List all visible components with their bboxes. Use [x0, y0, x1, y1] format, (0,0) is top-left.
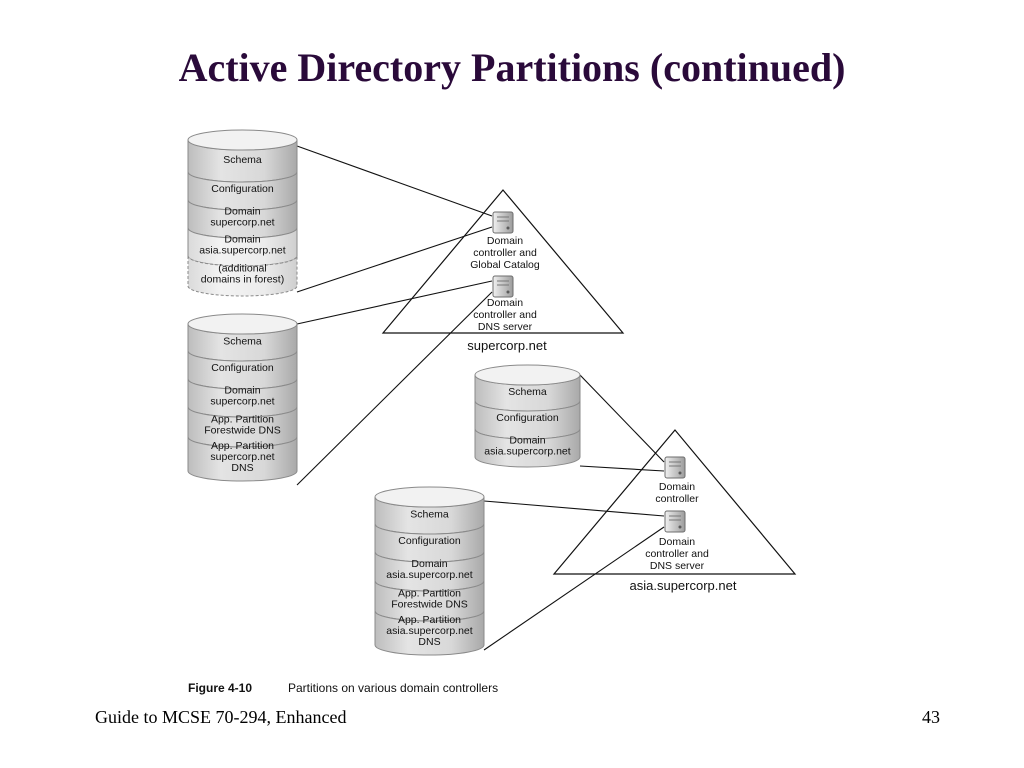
domain-sites: supercorp.net asia.supercorp.net	[381, 189, 797, 593]
partition-label: domains in forest)	[201, 274, 284, 286]
partition-label: Forestwide DNS	[391, 599, 467, 611]
server-label: Global Catalog	[470, 259, 540, 271]
server-label: controller and	[473, 309, 537, 321]
server-label: Domain	[659, 481, 695, 493]
partition-label: Domain	[411, 558, 447, 570]
figure-caption-text: Partitions on various domain controllers	[288, 681, 498, 695]
partition-label: App. Partition	[398, 614, 461, 626]
cylinder-top	[187, 129, 298, 151]
partition-label: DNS	[231, 462, 253, 474]
partition-label: DNS	[418, 636, 440, 648]
partition-segment	[187, 255, 298, 297]
partition-database: SchemaConfigurationDomainasia.supercorp.…	[474, 364, 581, 468]
site-label: asia.supercorp.net	[630, 578, 737, 593]
partition-database: SchemaConfigurationDomainsupercorp.netAp…	[187, 313, 298, 482]
cylinder-top	[474, 364, 581, 386]
connector-line	[296, 280, 493, 325]
partition-label: supercorp.net	[210, 217, 274, 229]
partition-database: SchemaConfigurationDomainasia.supercorp.…	[374, 486, 485, 656]
server-label: controller and	[473, 247, 537, 259]
partition-label: App. Partition	[211, 440, 274, 452]
partition-databases: SchemaConfigurationDomainsupercorp.netDo…	[187, 129, 581, 656]
partition-label: asia.supercorp.net	[386, 625, 472, 637]
connector-line	[296, 291, 493, 486]
partition-label: Schema	[223, 154, 262, 166]
partition-label: asia.supercorp.net	[199, 245, 285, 257]
cylinder-top	[187, 313, 298, 335]
partition-label: Schema	[410, 509, 449, 521]
partition-segment	[374, 610, 485, 656]
server-label: controller and	[645, 548, 709, 560]
partition-label: Configuration	[496, 412, 559, 424]
partition-segment	[474, 428, 581, 468]
partition-database: SchemaConfigurationDomainsupercorp.netDo…	[187, 129, 298, 297]
server-label: Domain	[487, 235, 523, 247]
partition-label: Domain	[224, 234, 260, 246]
partition-label: App. Partition	[398, 588, 461, 600]
partition-segment	[187, 436, 298, 482]
connector-line	[483, 500, 665, 517]
figure-caption: Figure 4-10 Partitions on various domain…	[188, 681, 498, 695]
partition-label: Configuration	[211, 183, 274, 195]
partition-label: asia.supercorp.net	[386, 569, 472, 581]
partition-label: Configuration	[398, 535, 461, 547]
server-icon	[492, 275, 514, 298]
connector-line	[579, 374, 665, 463]
server-label: DNS server	[650, 560, 705, 572]
server-icon	[664, 456, 686, 479]
partition-label: App. Partition	[211, 414, 274, 426]
connector-line	[483, 526, 665, 651]
partition-label: Schema	[508, 386, 547, 398]
server-icon	[492, 211, 514, 234]
server-label: Domain	[659, 536, 695, 548]
connector-lines	[296, 145, 665, 651]
footer-course-title: Guide to MCSE 70-294, Enhanced	[95, 707, 347, 727]
connector-line	[579, 465, 665, 472]
partition-label: supercorp.net	[210, 396, 274, 408]
partition-label: Configuration	[211, 362, 274, 374]
site-triangle	[552, 429, 797, 575]
figure-number: Figure 4-10	[188, 681, 252, 695]
server-label: Domain	[487, 297, 523, 309]
partition-label: asia.supercorp.net	[484, 446, 570, 458]
server-icon	[664, 510, 686, 533]
partition-label: Forestwide DNS	[204, 425, 280, 437]
page-number: 43	[922, 707, 940, 727]
slide-title: Active Directory Partitions (continued)	[178, 45, 846, 90]
partition-label: (additional	[218, 263, 266, 275]
server-label: DNS server	[478, 321, 533, 333]
partition-label: supercorp.net	[210, 451, 274, 463]
partition-label: Schema	[223, 336, 262, 348]
connector-line	[296, 226, 493, 293]
server-label: controller	[655, 493, 699, 505]
cylinder-top	[374, 486, 485, 508]
site-label: supercorp.net	[467, 338, 547, 353]
partition-label: Domain	[224, 206, 260, 218]
site-triangle	[381, 189, 625, 334]
connector-line	[296, 145, 493, 217]
partition-label: Domain	[509, 435, 545, 447]
partition-label: Domain	[224, 385, 260, 397]
